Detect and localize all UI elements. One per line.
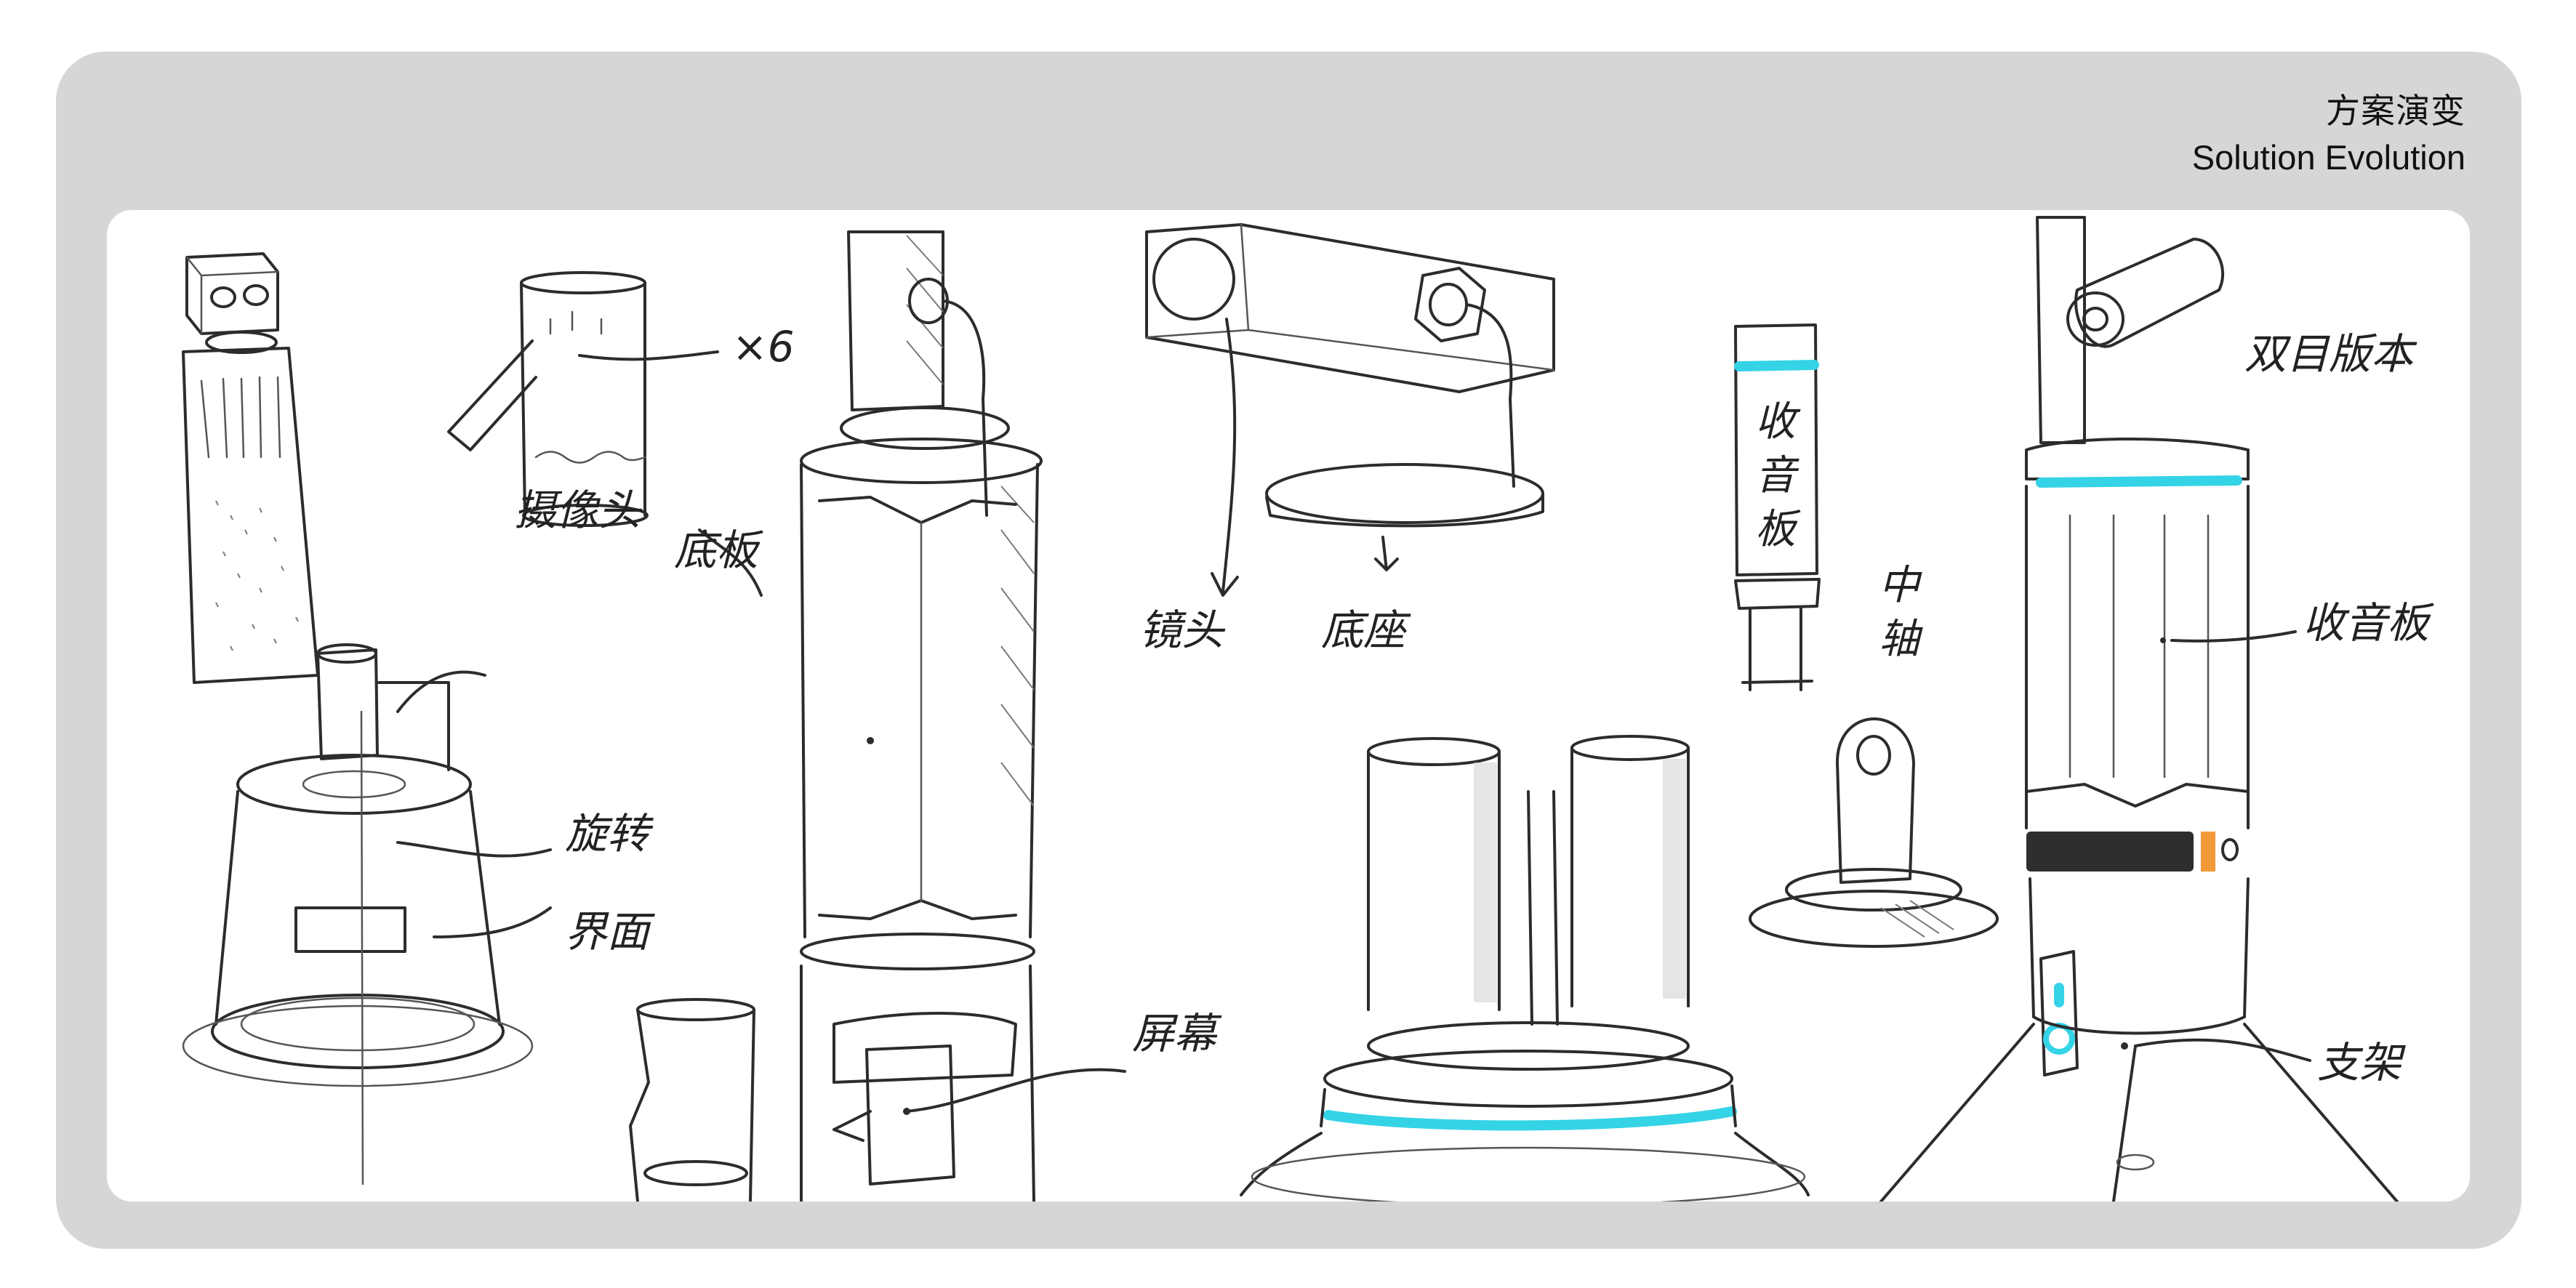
label-stand: 支架 (2317, 1038, 2402, 1087)
label-dual-camera-version: 双目版本 (2244, 329, 2414, 379)
sketch-dual-can-device (1240, 735, 1810, 1202)
label-rotate: 旋转 (565, 809, 650, 858)
heading-title-english: Solution Evolution (2191, 138, 2465, 177)
sketch-glass-module (447, 271, 719, 527)
label-center-shaft: 中轴 (1879, 562, 1919, 663)
label-bottom-plate: 底板 (674, 526, 759, 575)
sketch-dual-camera-tripod (1879, 216, 2399, 1202)
label-times-six: ×6 (732, 322, 795, 371)
sketch-small-cylinder (629, 998, 755, 1202)
label-display: 界面 (565, 907, 650, 957)
section-heading: 方案演变 Solution Evolution (2192, 88, 2465, 181)
sketch-column-with-screen (698, 230, 1126, 1202)
sketch-sound-board-panel (1734, 323, 1999, 948)
label-screen: 屏幕 (1132, 1009, 1217, 1058)
label-camera: 摄像头 (514, 486, 641, 535)
label-sound-board: 收音板 (1755, 398, 1796, 553)
sketch-canvas: 摄像头 ×6 旋转 界面 底板 屏幕 镜头 底座 收音板 中轴 双目版本 收音板… (107, 210, 2470, 1202)
label-base: 底座 (1321, 605, 1406, 655)
sketch-lens-projector (1145, 223, 1555, 597)
presentation-frame: 方案演变 Solution Evolution (56, 52, 2521, 1249)
label-sound-board-secondary: 收音板 (2303, 598, 2430, 648)
sketch-rotating-camera-concept (182, 643, 552, 1186)
heading-title-chinese: 方案演变 (2326, 92, 2465, 130)
concept-sketches (182, 216, 2399, 1202)
label-lens: 镜头 (1139, 605, 1224, 655)
sketch-tower-concept (182, 252, 319, 684)
